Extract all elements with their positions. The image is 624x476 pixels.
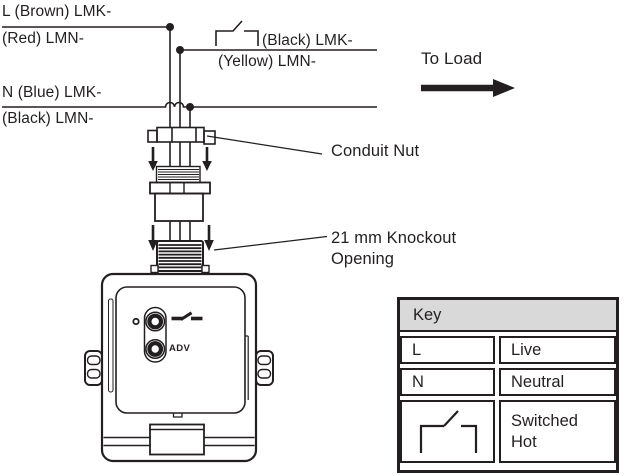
knockout-leader-line — [213, 235, 328, 251]
switched-hot-icon — [419, 409, 477, 453]
wire-lines — [2, 26, 377, 241]
knockout-nipple-drawing — [150, 240, 210, 274]
adv-button — [145, 338, 166, 360]
key-table: Key L Live N Neutral — [397, 297, 619, 473]
conduit-connector-drawing — [149, 165, 211, 222]
knockout-callout-line2: Opening — [331, 250, 395, 268]
switch-button — [145, 311, 166, 332]
switched-wire-label-top: (Black) LMK- — [262, 32, 353, 49]
key-table-header: Key — [400, 300, 616, 332]
neutral-wire-label-top: N (Blue) LMK- — [2, 84, 102, 101]
key-meaning-neutral: Neutral — [499, 368, 616, 396]
key-row-neutral: N Neutral — [400, 368, 616, 396]
switch-symbol-icon — [215, 20, 259, 46]
knockout-callout-line1: 21 mm Knockout — [331, 229, 457, 247]
key-table-body: L Live N Neutral Switched Hot — [400, 332, 616, 467]
conduit-nut-leader-line — [206, 135, 323, 155]
key-symbol-n: N — [400, 368, 495, 396]
key-row-switched-hot: Switched Hot — [400, 400, 616, 463]
key-row-live: L Live — [400, 336, 616, 364]
closed-switch-icon — [171, 311, 203, 321]
junction-dots — [166, 23, 194, 111]
live-wire-label-bottom: (Red) LMN- — [2, 30, 84, 47]
to-load-label: To Load — [421, 49, 483, 68]
assembly-arrows-lower — [148, 225, 214, 251]
device-body-drawing — [84, 272, 274, 463]
switched-wire-label-bottom: (Yellow) LMN- — [218, 53, 317, 70]
key-meaning-switched-hot: Switched Hot — [499, 400, 616, 463]
conduit-nut-callout: Conduit Nut — [331, 142, 420, 160]
key-symbol-l: L — [400, 336, 495, 364]
conduit-nut-drawing — [147, 126, 216, 145]
key-symbol-switched-hot — [400, 400, 495, 463]
device-buttons-drawing — [132, 306, 167, 363]
assembly-arrows-upper — [148, 147, 212, 171]
neutral-wire-label-bottom: (Black) LMN- — [2, 110, 94, 127]
live-wire-label-top: L (Brown) LMK- — [2, 3, 112, 20]
key-meaning-live: Live — [499, 336, 616, 364]
led-indicator — [132, 317, 140, 326]
adv-button-label: ADV — [169, 343, 191, 354]
to-load-arrow-icon — [421, 79, 515, 97]
